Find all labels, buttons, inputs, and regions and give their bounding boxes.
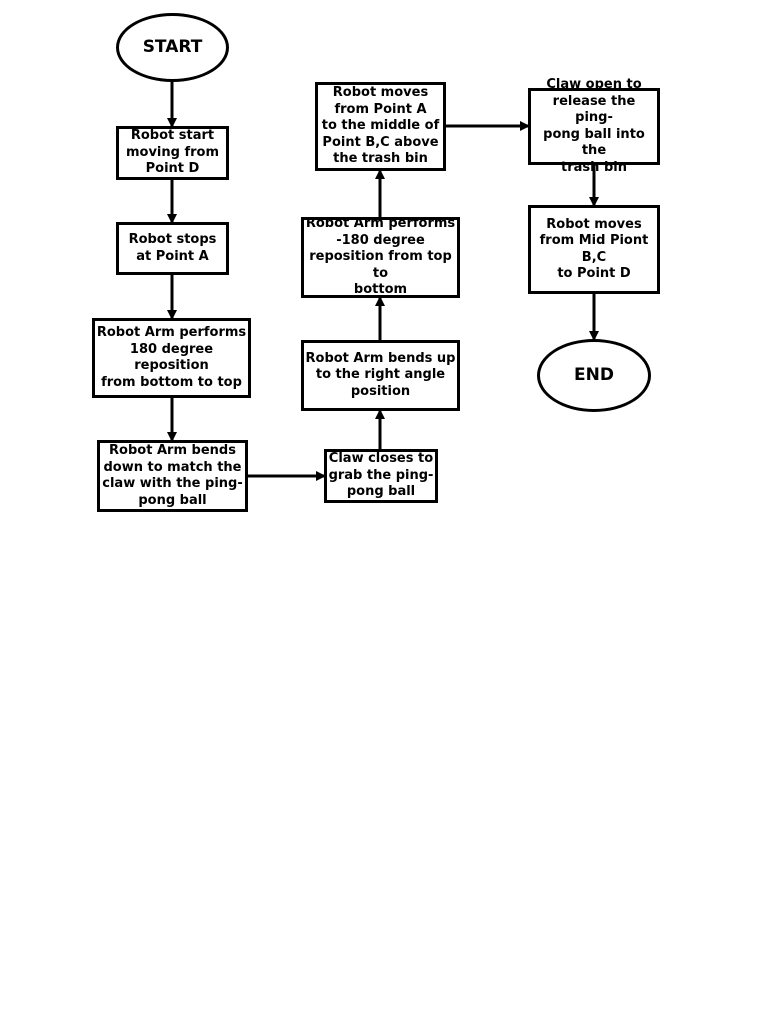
step-arm-bends-up: Robot Arm bends up to the right angle po… [301,340,460,411]
step-arm-bends-down: Robot Arm bends down to match the claw w… [97,440,248,512]
step-arm-reposition-bottom-to-top: Robot Arm performs 180 degree reposition… [92,318,251,398]
step-robot-moves-to-point-d: Robot moves from Mid Piont B,C to Point … [528,205,660,294]
start-node: START [116,13,229,82]
step-robot-start-moving: Robot start moving from Point D [116,126,229,180]
step-robot-stops-point-a: Robot stops at Point A [116,222,229,275]
step-claw-opens: Claw open to release the ping- pong ball… [528,77,660,175]
step-robot-moves-to-trash-bin: Robot moves from Point A to the middle o… [315,82,446,171]
step-claw-closes: Claw closes to grab the ping- pong ball [324,449,438,503]
step-arm-reposition-top-to-bottom: Robot Arm performs -180 degree repositio… [301,216,460,298]
end-node: END [537,339,651,412]
